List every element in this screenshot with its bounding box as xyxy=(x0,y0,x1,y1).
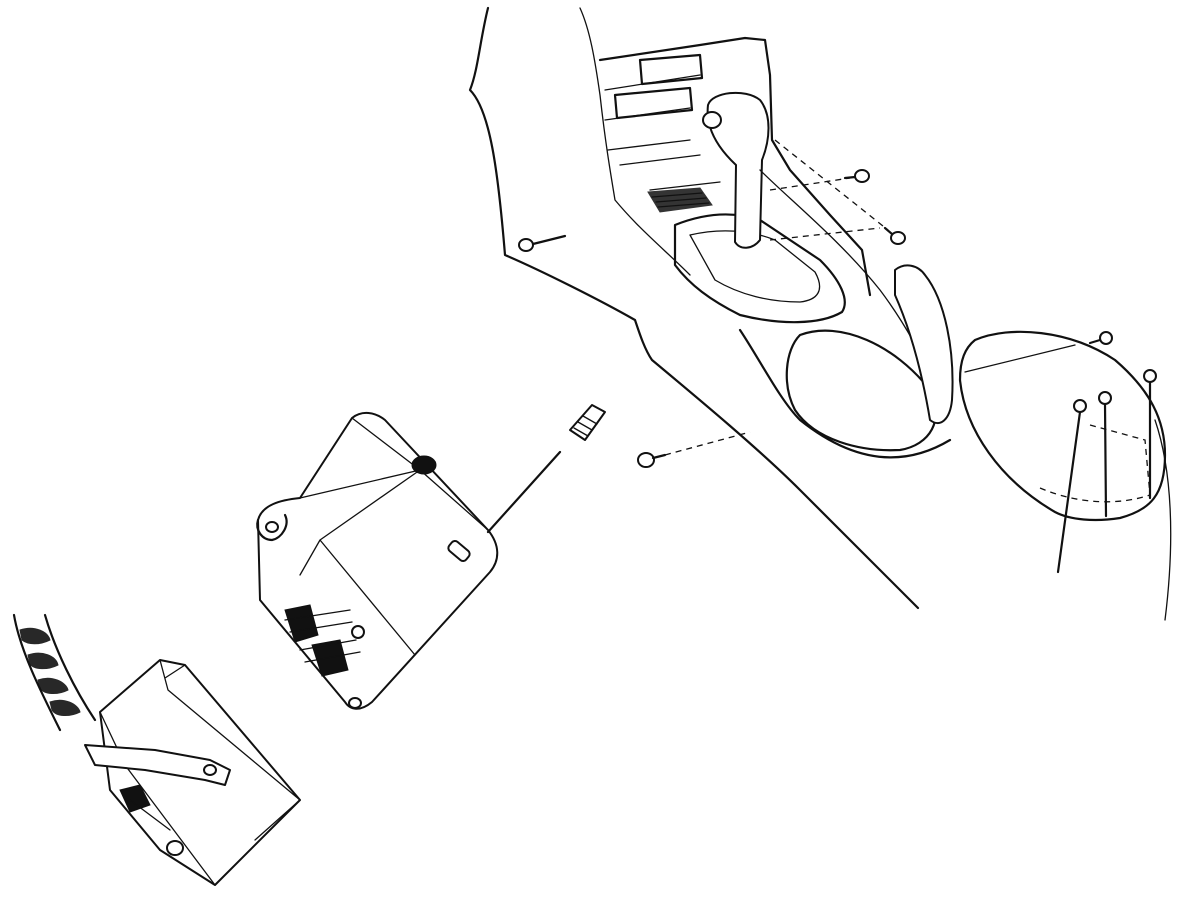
screw-icon xyxy=(1099,392,1111,516)
shift-button xyxy=(703,112,721,128)
floor-inner-edge xyxy=(580,8,690,275)
mounting-bracket-assembly xyxy=(14,615,300,885)
wiring-harness xyxy=(14,615,95,730)
control-module xyxy=(257,405,605,709)
connector-pins xyxy=(285,610,360,662)
hand-brake-lever xyxy=(895,265,953,423)
bracket-hole xyxy=(204,765,216,775)
heater-control-block xyxy=(615,55,702,118)
bracket-strap xyxy=(85,745,230,785)
gear-shift-knob xyxy=(708,93,769,248)
center-console-assembly xyxy=(470,8,953,608)
module-bolt xyxy=(570,405,605,440)
alignment-line-2 xyxy=(770,228,880,240)
screws-console xyxy=(519,170,1156,572)
screw-icon xyxy=(1090,332,1112,344)
bracket-detail xyxy=(130,800,300,840)
screw-icon xyxy=(885,228,905,244)
alignment-line-3 xyxy=(775,140,888,230)
side-trim-panel xyxy=(960,332,1171,620)
screw-icon xyxy=(1144,370,1156,498)
bracket-hole xyxy=(167,841,183,855)
bolt-leader-line xyxy=(488,452,560,532)
trim-panel-outline xyxy=(960,332,1165,520)
module-label-plate xyxy=(447,539,472,562)
screw-icon xyxy=(845,170,869,182)
cup-holder xyxy=(787,331,936,451)
mount-hole xyxy=(349,698,361,708)
alignment-line-4 xyxy=(665,432,750,455)
trim-panel-line xyxy=(965,345,1075,372)
module-mount-tab xyxy=(257,515,286,540)
tray-grille-lines xyxy=(652,193,709,207)
console-bezel xyxy=(600,38,870,295)
console-lower-edge xyxy=(740,330,950,457)
trim-panel-tail xyxy=(1155,420,1171,620)
alignment-line-1 xyxy=(770,178,850,190)
bracket-clip xyxy=(120,785,150,812)
screw-icon xyxy=(638,453,665,467)
mount-hole xyxy=(266,522,278,532)
module-front-face xyxy=(300,470,420,655)
logo-icon xyxy=(412,456,436,474)
harness-corrugation xyxy=(20,628,80,715)
module-screw-hole xyxy=(352,626,364,638)
screw-icon xyxy=(519,236,565,251)
console-face-lines xyxy=(605,75,720,190)
trim-panel-dash xyxy=(1040,425,1150,502)
screw-icon xyxy=(1058,400,1086,572)
floor-tunnel-outline xyxy=(470,8,918,608)
